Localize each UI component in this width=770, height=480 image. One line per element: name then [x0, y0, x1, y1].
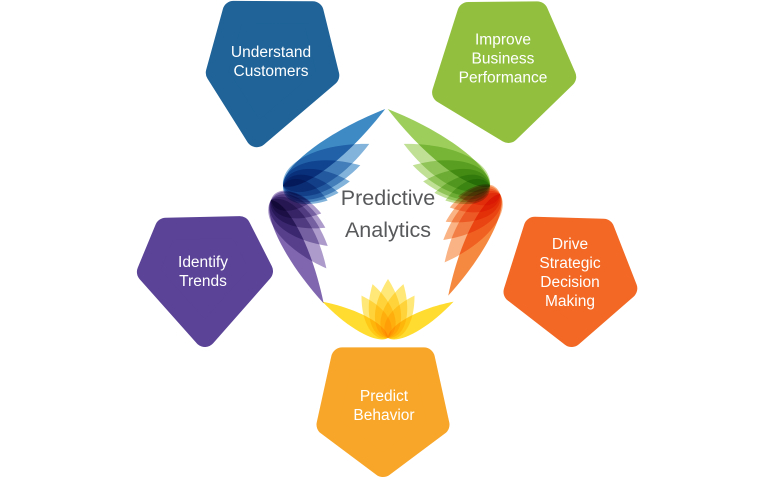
diagram-title-line: Analytics	[344, 218, 432, 242]
fan-petal	[387, 108, 491, 187]
node-label-line: Improve	[474, 31, 531, 49]
node-label-line: Understand	[230, 44, 312, 61]
node-label-line: Business	[471, 50, 535, 68]
node-label-line: Strategic	[539, 255, 601, 272]
node-label-line: Identify	[178, 254, 228, 271]
node-label-line: Trends	[179, 273, 227, 290]
drive-strategic-decision-making-fan	[443, 184, 503, 296]
fan-petal	[282, 108, 386, 187]
diagram-title-line: Predictive	[340, 186, 436, 210]
node-label-line: Drive	[551, 236, 589, 253]
pentagon-layer	[129, 0, 645, 480]
identify-trends-fan	[268, 190, 328, 304]
node-label-line: Performance	[458, 69, 548, 87]
node-label-line: Making	[545, 293, 595, 310]
fan-petal	[448, 194, 502, 296]
drive-strategic-decision-making-pentagon	[503, 216, 638, 347]
node-label-line: Behavior	[353, 407, 415, 424]
fan-petal	[269, 200, 324, 304]
diagram-title: Predictive Analytics	[341, 182, 435, 246]
fan-petal	[388, 301, 454, 340]
identify-trends-pentagon	[136, 216, 273, 347]
predict-behavior-pentagon	[316, 347, 450, 477]
node-label-line: Customers	[233, 63, 309, 80]
predict-behavior-fan	[322, 279, 454, 340]
fan-petal	[322, 301, 388, 340]
node-label-line: Decision	[540, 274, 600, 291]
fan-layer	[268, 108, 503, 340]
node-label-line: Predict	[359, 388, 409, 405]
understand-customers-pentagon	[205, 0, 340, 148]
fan-petal	[375, 279, 401, 338]
improve-business-performance-pentagon	[432, 1, 577, 143]
